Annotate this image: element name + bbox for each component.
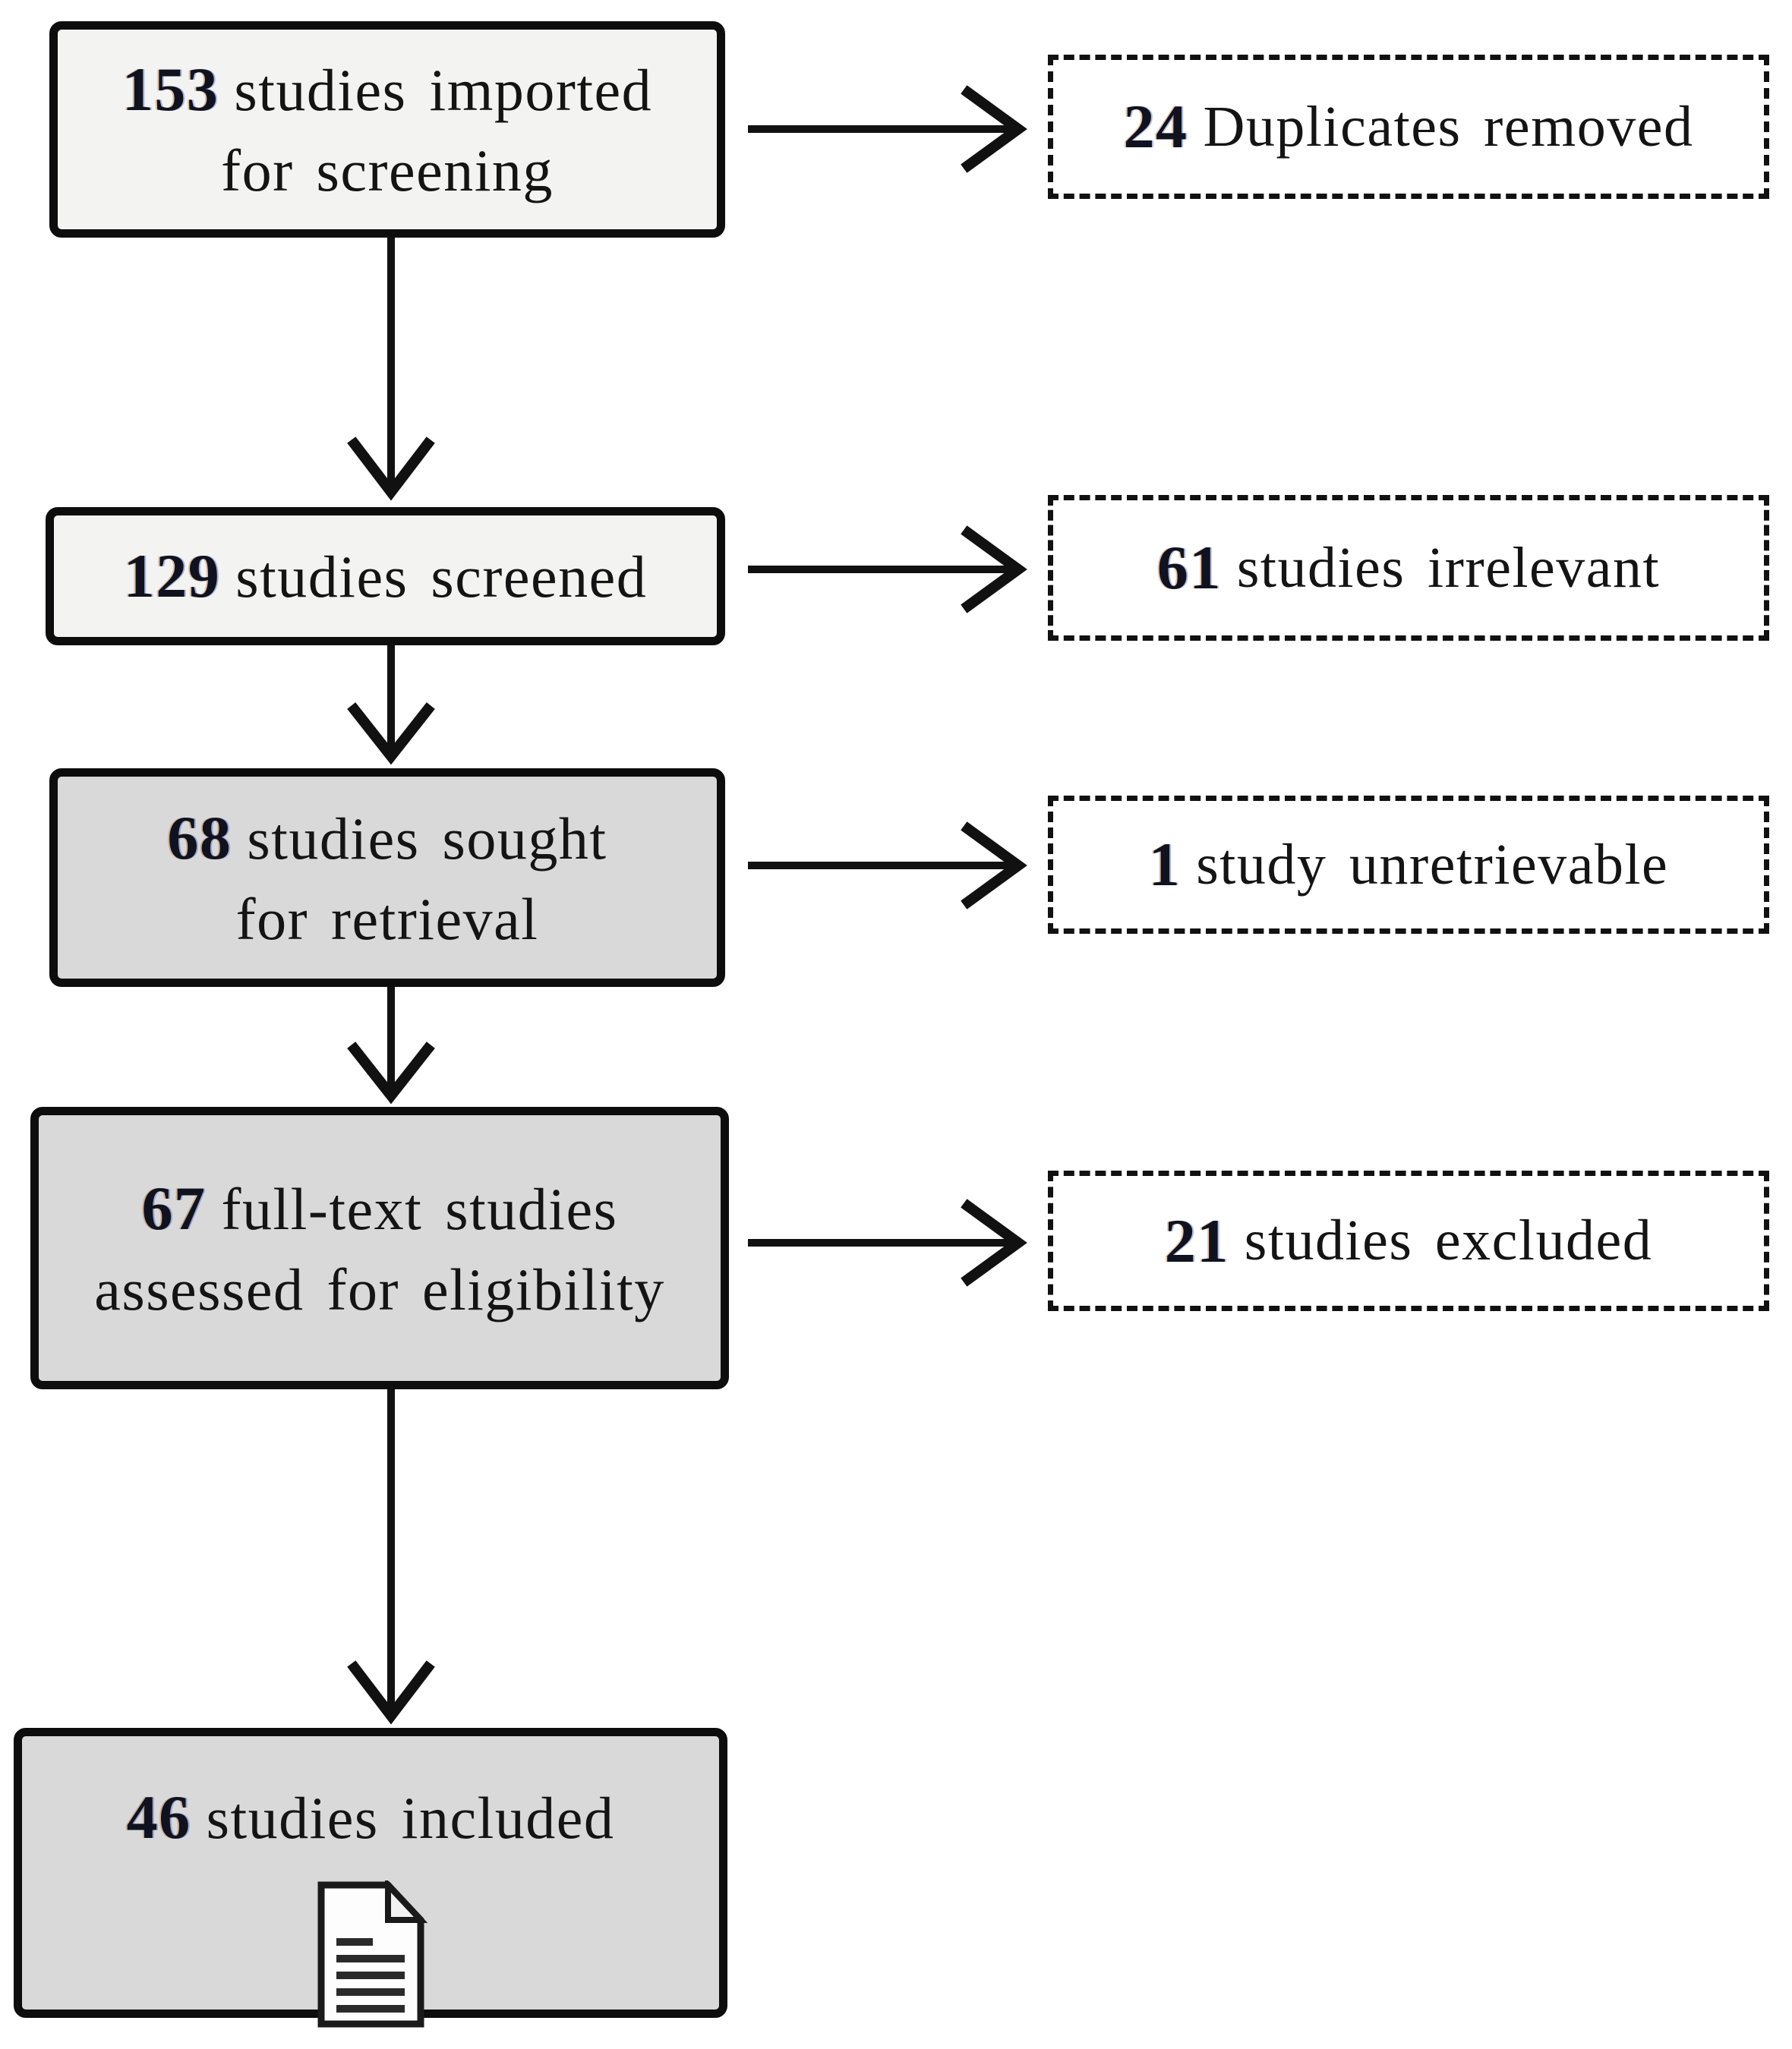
label-included: studies included (206, 1785, 615, 1851)
arrow-to-unretrievable-icon (748, 812, 1029, 919)
count-included: 46 (126, 1783, 191, 1852)
label-sought: studies sought (247, 805, 607, 872)
count-sought: 68 (167, 802, 232, 872)
box-line: assessed for eligibility (94, 1256, 665, 1322)
arrow-sought-to-assessed-icon (338, 987, 444, 1105)
count-imported: 153 (121, 55, 219, 125)
label-fulltext: full-text studies (221, 1175, 618, 1242)
count-excluded: 21 (1164, 1206, 1229, 1275)
box-line: for screening (221, 137, 554, 204)
label-excluded: studies excluded (1244, 1209, 1653, 1272)
label-duplicates: Duplicates removed (1203, 94, 1694, 159)
arrow-to-excluded-icon (748, 1190, 1029, 1296)
label-irrelevant: studies irrelevant (1236, 535, 1661, 600)
arrow-imported-to-screened-icon (338, 238, 444, 501)
count-unretrievable: 1 (1148, 830, 1182, 899)
count-irrelevant: 61 (1156, 533, 1222, 602)
arrow-to-irrelevant-icon (748, 516, 1029, 623)
arrow-screened-to-sought-icon (338, 645, 444, 765)
count-duplicates: 24 (1123, 92, 1188, 161)
arrow-to-duplicates-icon (748, 76, 1029, 182)
box-line: for retrieval (235, 885, 539, 952)
label-imported: studies imported (234, 57, 653, 124)
count-screened: 129 (123, 541, 221, 611)
arrow-assessed-to-included-icon (338, 1389, 444, 1725)
document-icon (314, 1877, 428, 2049)
count-fulltext: 67 (141, 1173, 207, 1243)
label-screened: studies screened (235, 544, 648, 610)
label-unretrievable: study unretrievable (1196, 832, 1669, 897)
